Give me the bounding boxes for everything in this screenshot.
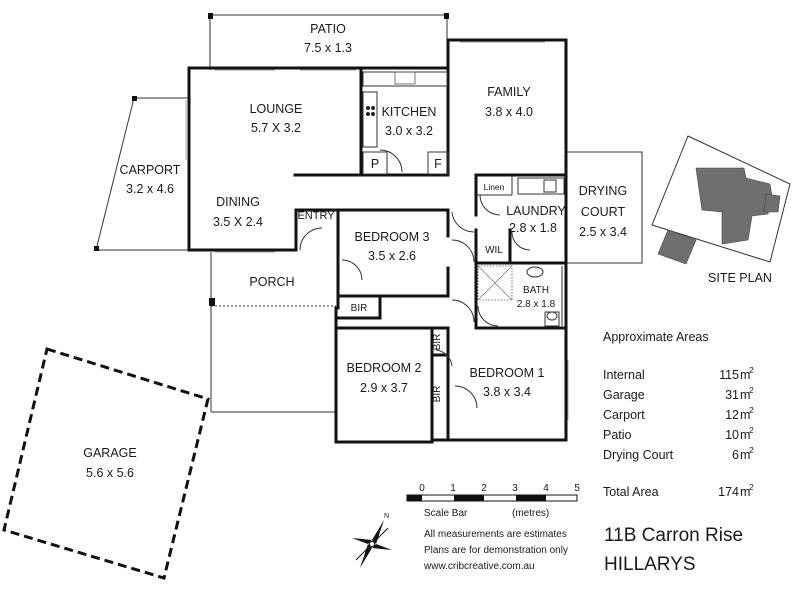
- porch-label: PORCH: [249, 275, 294, 289]
- site-plan-label: SITE PLAN: [708, 271, 772, 285]
- address-block: 11B Carron Rise HILLARYS: [604, 525, 743, 575]
- scale-tick-label: 3: [512, 483, 518, 494]
- disclaimer: All measurements are estimates Plans are…: [423, 529, 568, 572]
- porch-outline: [209, 252, 336, 413]
- address-suburb: HILLARYS: [604, 554, 696, 575]
- area-row-value: 10: [725, 428, 739, 442]
- area-row-unit: m: [740, 368, 750, 382]
- scale-bar: 0 1 2 3 4 5 Scale Bar (metres): [406, 483, 580, 519]
- scale-tick-label: 5: [574, 483, 580, 494]
- kitchen-dims: 3.0 x 3.2: [385, 124, 433, 138]
- scale-bar-units: (metres): [512, 508, 549, 519]
- area-row-unit: m: [740, 448, 750, 462]
- svg-text:N: N: [384, 513, 389, 520]
- area-row-unit: m: [740, 428, 750, 442]
- total-area-unit-exp: 2: [749, 482, 754, 492]
- exterior-walls: [187, 38, 568, 444]
- scale-tick-label: 1: [450, 483, 456, 494]
- entry-label: ENTRY: [297, 210, 335, 222]
- area-row-label: Internal: [603, 368, 645, 382]
- patio-label: PATIO: [310, 22, 346, 36]
- lounge-label: LOUNGE: [250, 102, 303, 116]
- area-row-unit: m: [740, 408, 750, 422]
- total-area-value: 174: [718, 485, 739, 499]
- drying-court-label-1: DRYING: [579, 184, 627, 198]
- disclaimer-line1: All measurements are estimates: [424, 529, 567, 540]
- bath-label: BATH: [523, 285, 549, 296]
- doors: [299, 149, 531, 409]
- area-row-unit-exp: 2: [749, 365, 754, 375]
- interior-walls: [293, 66, 568, 444]
- dining-dims: 3.5 X 2.4: [213, 215, 263, 229]
- area-row-value: 115: [719, 368, 739, 382]
- bedroom3-label: BEDROOM 3: [354, 230, 429, 244]
- patio-dims: 7.5 x 1.3: [304, 41, 352, 55]
- bir-bedroom1-label: BIR: [432, 334, 443, 351]
- laundry-dims: 2.8 x 1.8: [509, 221, 557, 235]
- area-row-label: Carport: [603, 408, 645, 422]
- bedroom1-label: BEDROOM 1: [469, 366, 544, 380]
- north-arrow-icon: N: [352, 513, 392, 568]
- laundry-label: LAUNDRY: [506, 204, 566, 218]
- drying-court-dims: 2.5 x 3.4: [579, 225, 627, 239]
- scale-tick-label: 0: [419, 483, 425, 494]
- bedroom2-label: BEDROOM 2: [346, 361, 421, 375]
- areas-title: Approximate Areas: [603, 330, 709, 344]
- carport-label: CARPORT: [120, 163, 181, 177]
- family-label: FAMILY: [487, 85, 531, 99]
- area-row-unit-exp: 2: [749, 425, 754, 435]
- family-dims: 3.8 x 4.0: [485, 105, 533, 119]
- windows: [185, 41, 569, 420]
- bedroom3-dims: 3.5 x 2.6: [368, 249, 416, 263]
- disclaimer-line2: Plans are for demonstration only: [424, 545, 568, 556]
- bedroom1-dims: 3.8 x 3.4: [483, 385, 531, 399]
- area-row-unit-exp: 2: [749, 445, 754, 455]
- scale-tick-label: 2: [481, 483, 487, 494]
- pantry-label: P: [371, 157, 379, 171]
- lounge-dims: 5.7 X 3.2: [251, 121, 301, 135]
- disclaimer-url: www.cribcreative.com.au: [423, 561, 535, 572]
- area-row-label: Garage: [603, 388, 645, 402]
- drying-court-label-2: COURT: [581, 205, 626, 219]
- area-row-unit-exp: 2: [749, 405, 754, 415]
- total-area-unit: m: [740, 485, 750, 499]
- garage-dims: 5.6 x 5.6: [86, 466, 134, 480]
- area-row-value: 6: [732, 448, 739, 462]
- dining-label: DINING: [216, 195, 260, 209]
- area-row-label: Drying Court: [603, 448, 674, 462]
- carport-dims: 3.2 x 4.6: [126, 182, 174, 196]
- area-row-unit-exp: 2: [749, 385, 754, 395]
- bir-bedroom3-label: BIR: [351, 303, 368, 314]
- bath-dims: 2.8 x 1.8: [517, 299, 556, 310]
- total-area-label: Total Area: [603, 485, 659, 499]
- area-row-value: 31: [725, 388, 739, 402]
- room-labels: PATIO 7.5 x 1.3 LOUNGE 5.7 X 3.2 KITCHEN…: [83, 22, 627, 480]
- kitchen-label: KITCHEN: [382, 105, 437, 119]
- wet-area-fixtures: [477, 177, 565, 327]
- garage-label: GARAGE: [83, 446, 137, 460]
- bir-bedroom2-label: BIR: [432, 386, 443, 403]
- garage-outline: [2, 347, 210, 580]
- patio-outline: [208, 13, 449, 70]
- kitchen-fixtures: [362, 71, 449, 175]
- fridge-label: F: [434, 157, 442, 171]
- area-row-unit: m: [740, 388, 750, 402]
- site-plan: SITE PLAN: [651, 135, 791, 285]
- linen-label: Linen: [484, 182, 505, 192]
- wil-label: WIL: [485, 245, 503, 256]
- scale-bar-label: Scale Bar: [424, 508, 468, 519]
- drying-court-outline: [566, 151, 643, 264]
- area-row-value: 12: [725, 408, 739, 422]
- bedroom2-dims: 2.9 x 3.7: [360, 381, 408, 395]
- area-row-label: Patio: [603, 428, 632, 442]
- address-street: 11B Carron Rise: [604, 525, 743, 546]
- scale-tick-label: 4: [543, 483, 549, 494]
